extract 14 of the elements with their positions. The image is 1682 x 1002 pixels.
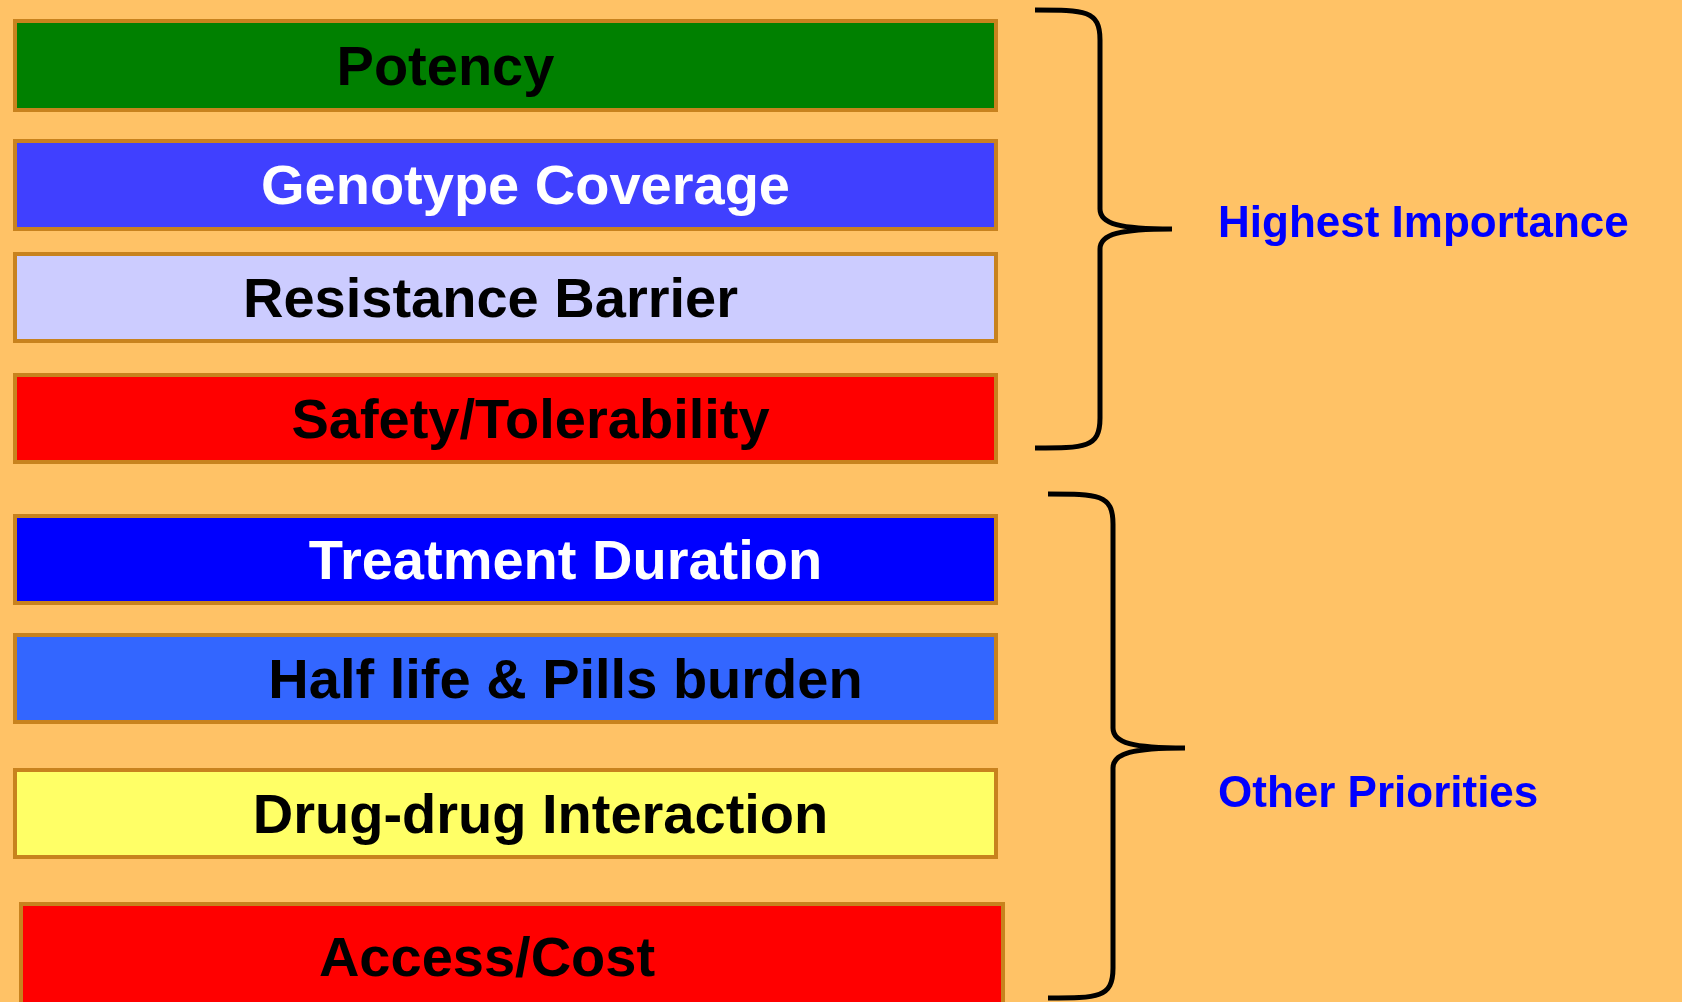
priority-bar [13,514,998,605]
group-label: Other Priorities [1218,770,1539,814]
priority-bar [13,373,998,464]
bar-label: Half life & Pills burden [268,650,863,707]
priority-bar [13,768,998,859]
priority-bar [13,139,998,231]
priority-bar [19,902,1005,1002]
bar-label: Resistance Barrier [243,269,738,326]
priority-bar [13,252,998,343]
bar-label: Access/Cost [318,929,656,985]
priority-bar [13,19,998,112]
bar-label: Treatment Duration [308,531,823,588]
priority-bar [13,633,998,724]
group-label: Highest Importance [1218,200,1629,244]
